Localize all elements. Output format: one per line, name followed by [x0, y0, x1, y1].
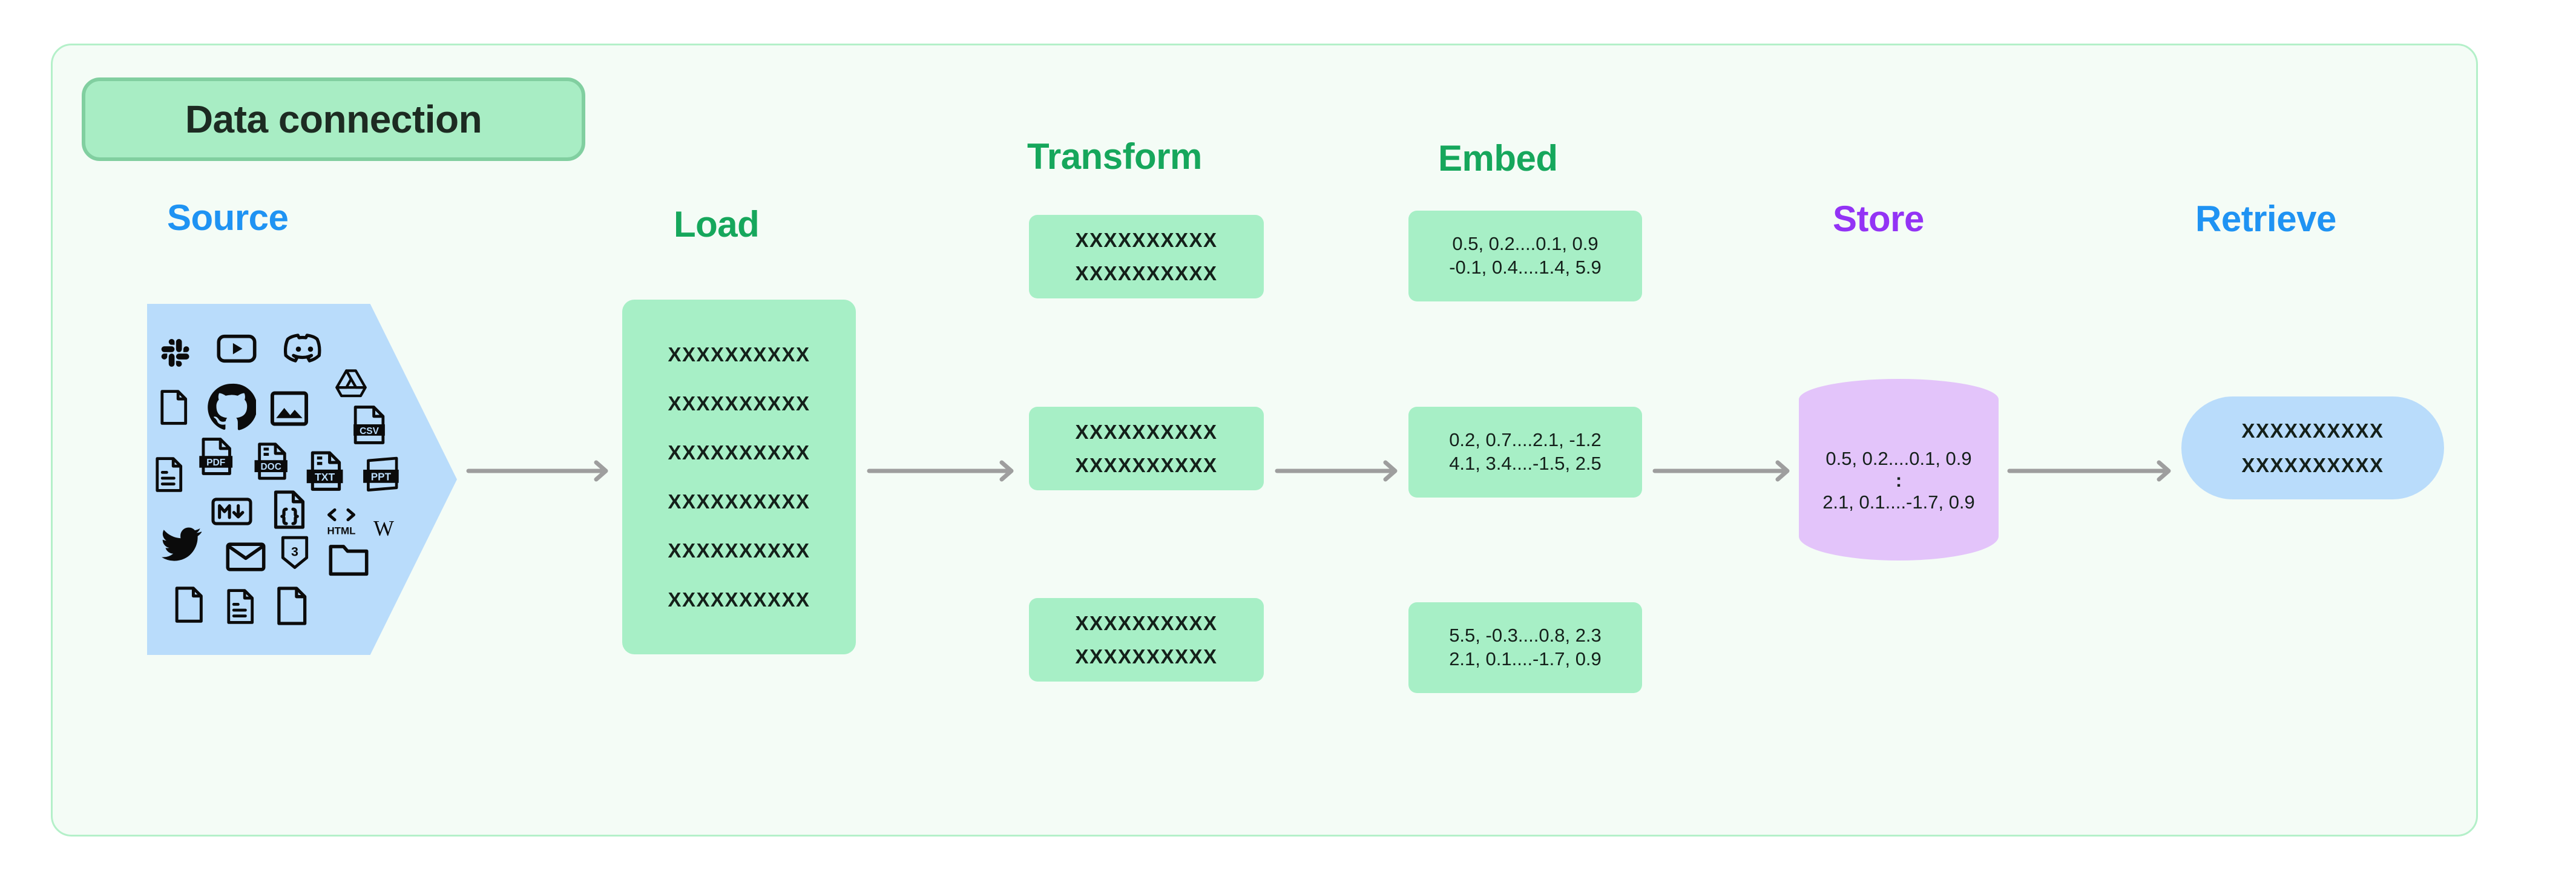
retrieve-result-box: XXXXXXXXXX XXXXXXXXXX	[2181, 396, 2444, 499]
svg-text:HTML: HTML	[327, 525, 356, 536]
svg-text:CSV: CSV	[360, 426, 379, 436]
heading-store: Store	[1833, 199, 1924, 239]
svg-text:DOC: DOC	[261, 462, 281, 472]
google-drive-icon	[333, 367, 369, 401]
transform-line: XXXXXXXXXX	[1075, 229, 1218, 251]
heading-retrieve: Retrieve	[2195, 199, 2336, 239]
transform-line: XXXXXXXXXX	[1075, 421, 1218, 443]
svg-text:3: 3	[291, 544, 298, 559]
retrieve-line: XXXXXXXXXX	[2241, 454, 2384, 476]
youtube-icon	[215, 329, 258, 368]
svg-text:W: W	[373, 516, 394, 540]
transform-chunk-box: XXXXXXXXXX XXXXXXXXXX	[1029, 407, 1264, 490]
heading-source: Source	[167, 197, 289, 238]
html-code-icon: HTML	[321, 504, 361, 539]
arrow-source-to-load	[466, 459, 611, 495]
data-connection-label: Data connection	[185, 97, 482, 141]
file-blank-3-icon	[273, 584, 310, 628]
source-icon-grid: CSV PDF DOC	[147, 304, 457, 655]
embed-vector-box: 5.5, -0.3....0.8, 2.3 2.1, 0.1....-1.7, …	[1408, 602, 1642, 693]
svg-text:PDF: PDF	[206, 458, 225, 468]
cylinder-body	[1799, 399, 1999, 561]
transform-line: XXXXXXXXXX	[1075, 645, 1218, 668]
store-line: 2.1, 0.1....-1.7, 0.9	[1822, 492, 1975, 513]
pdf-file-icon: PDF	[196, 436, 239, 477]
arrow-embed-to-store	[1652, 459, 1793, 495]
twitter-icon	[160, 525, 204, 563]
load-line: XXXXXXXXXX	[668, 539, 810, 562]
load-line: XXXXXXXXXX	[668, 343, 810, 366]
markdown-icon	[210, 496, 254, 527]
heading-embed: Embed	[1438, 138, 1558, 179]
svg-text:TXT: TXT	[315, 471, 335, 483]
svg-text:PPT: PPT	[371, 471, 392, 482]
load-line: XXXXXXXXXX	[668, 588, 810, 611]
load-line: XXXXXXXXXX	[668, 490, 810, 513]
file-blank-icon	[156, 386, 192, 429]
embed-vector-line: 4.1, 3.4....-1.5, 2.5	[1449, 453, 1602, 474]
embed-vector-box: 0.5, 0.2....0.1, 0.9 -0.1, 0.4....1.4, 5…	[1408, 211, 1642, 301]
heading-transform: Transform	[1027, 136, 1202, 177]
transform-chunk-box: XXXXXXXXXX XXXXXXXXXX	[1029, 215, 1264, 298]
transform-chunk-box: XXXXXXXXXX XXXXXXXXXX	[1029, 598, 1264, 682]
store-database-cylinder: 0.5, 0.2....0.1, 0.9 : 2.1, 0.1....-1.7,…	[1799, 379, 1999, 580]
document-lines-2-icon	[223, 586, 257, 627]
image-icon	[268, 387, 310, 430]
doc-file-icon: DOC	[251, 441, 294, 482]
load-document-box: XXXXXXXXXX XXXXXXXXXX XXXXXXXXXX XXXXXXX…	[622, 300, 856, 654]
github-icon	[205, 381, 257, 433]
heading-load: Load	[674, 204, 760, 245]
file-blank-2-icon	[171, 584, 206, 626]
ppt-file-icon: PPT	[360, 455, 405, 494]
folder-icon	[327, 541, 370, 579]
transform-line: XXXXXXXXXX	[1075, 262, 1218, 284]
store-line: 0.5, 0.2....0.1, 0.9	[1825, 448, 1972, 469]
store-vector-text: 0.5, 0.2....0.1, 0.9 : 2.1, 0.1....-1.7,…	[1799, 447, 1999, 515]
diagram-frame	[51, 44, 2478, 837]
embed-vector-line: 2.1, 0.1....-1.7, 0.9	[1449, 648, 1602, 669]
document-lines-icon	[152, 454, 186, 495]
load-line: XXXXXXXXXX	[668, 441, 810, 464]
json-file-icon	[271, 488, 308, 531]
embed-vector-box: 0.2, 0.7....2.1, -1.2 4.1, 3.4....-1.5, …	[1408, 407, 1642, 498]
retrieve-line: XXXXXXXXXX	[2241, 419, 2384, 442]
embed-vector-line: 0.2, 0.7....2.1, -1.2	[1449, 429, 1602, 451]
arrow-load-to-transform	[867, 459, 1017, 495]
load-line: XXXXXXXXXX	[668, 392, 810, 415]
arrow-store-to-retrieve	[2007, 459, 2174, 495]
slack-icon	[158, 333, 197, 372]
csv-file-icon: CSV	[350, 403, 388, 447]
email-icon	[225, 540, 267, 574]
transform-line: XXXXXXXXXX	[1075, 612, 1218, 634]
embed-vector-line: -0.1, 0.4....1.4, 5.9	[1449, 257, 1602, 278]
css3-icon: 3	[279, 534, 310, 571]
transform-line: XXXXXXXXXX	[1075, 454, 1218, 476]
discord-icon	[283, 328, 326, 368]
embed-vector-line: 0.5, 0.2....0.1, 0.9	[1452, 233, 1598, 255]
data-connection-pill: Data connection	[82, 77, 585, 161]
store-ellipsis: :	[1895, 469, 1902, 491]
cylinder-top-ellipse	[1799, 379, 1999, 420]
embed-vector-line: 5.5, -0.3....0.8, 2.3	[1449, 625, 1602, 646]
txt-file-icon: TXT	[303, 449, 349, 494]
arrow-transform-to-embed	[1275, 459, 1401, 495]
wikipedia-icon: W	[366, 510, 401, 542]
